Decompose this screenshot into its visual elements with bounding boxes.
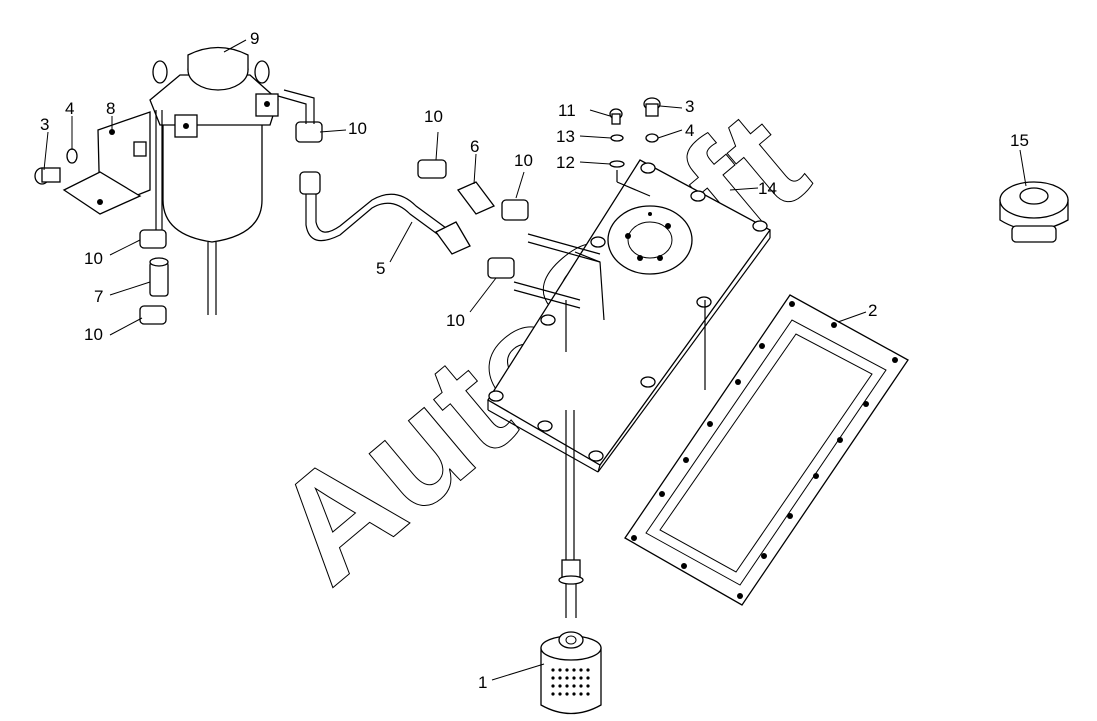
part-bolt-left (34, 148, 78, 185)
callout-5: 5 (376, 259, 385, 278)
callout-4-left: 4 (65, 99, 74, 118)
part-bracket (62, 111, 151, 215)
callout-10-b: 10 (84, 325, 103, 344)
callout-3-left: 3 (40, 115, 49, 134)
callout-9: 9 (250, 29, 259, 48)
part-filler-cap (999, 181, 1069, 243)
callout-8: 8 (106, 99, 115, 118)
part-gasket (624, 294, 909, 606)
part-coupling-left (139, 110, 169, 325)
callout-1: 1 (478, 673, 487, 692)
callout-13: 13 (556, 127, 575, 146)
part-small-fasteners (609, 97, 661, 197)
callout-10-f: 10 (446, 311, 465, 330)
callout-3-right: 3 (685, 97, 694, 116)
callout-2: 2 (868, 301, 877, 320)
callout-7: 7 (94, 287, 103, 306)
callout-6: 6 (470, 137, 479, 156)
part-filter (149, 46, 279, 315)
part-hose (277, 89, 471, 255)
callout-10-d: 10 (424, 107, 443, 126)
part-strainer (540, 410, 602, 715)
callout-12: 12 (556, 153, 575, 172)
leader-lines (43, 39, 1027, 681)
part-connector-6 (417, 159, 605, 352)
callout-4-right: 4 (685, 121, 694, 140)
callout-15: 15 (1010, 131, 1029, 150)
callout-10-c: 10 (348, 119, 367, 138)
strainer-perforations (551, 668, 590, 696)
callout-labels: 1 2 3 3 4 4 5 6 7 8 9 10 10 10 10 10 10 … (40, 29, 1029, 692)
callout-14: 14 (758, 179, 777, 198)
callout-11: 11 (558, 101, 576, 120)
callout-10-a: 10 (84, 249, 103, 268)
callout-10-e: 10 (514, 151, 533, 170)
part-cover-plate (487, 159, 771, 473)
